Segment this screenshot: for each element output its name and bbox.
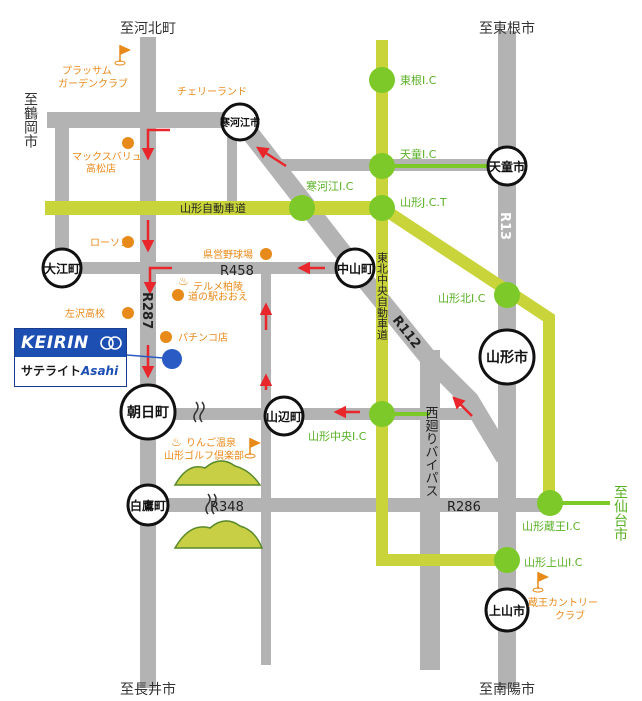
ic-kita <box>494 282 520 308</box>
label-r286: R286 <box>447 500 481 515</box>
city-tendo-circle <box>486 145 528 187</box>
label-r13: R13 <box>497 212 512 240</box>
city-asahi: 朝日町 <box>127 404 169 421</box>
poi-plasam: プラッサム <box>62 65 112 77</box>
poi-terme: テルメ柏陵 <box>193 280 243 293</box>
dir-higashine: 至東根市 <box>479 20 535 37</box>
building-icon <box>122 236 134 248</box>
ic-label-chuo: 山形中央I.C <box>308 430 367 443</box>
ic-label-higashine: 東根I.C <box>400 73 437 87</box>
city-nakayama: 中山町 <box>337 261 373 276</box>
onsen-icon: ♨ <box>178 274 189 288</box>
city-yamanobe: 山辺町 <box>266 409 302 424</box>
satellite-name: サテライトAsahi <box>15 357 126 386</box>
ic-label-sagae: 寒河江I.C <box>306 179 354 193</box>
road-network <box>47 31 557 689</box>
building-icon <box>122 137 134 149</box>
label-nishimawari: 西廻りバイパス <box>423 406 439 497</box>
golf-flag-icon <box>532 572 549 593</box>
label-r348: R348 <box>210 500 244 515</box>
keirin-satellite-logo: KEIRIN サテライトAsahi <box>14 328 127 387</box>
city-oe-circle <box>41 247 83 289</box>
city-nakayama-circle <box>334 247 376 289</box>
dir-sendai: 至仙台市 <box>612 485 628 541</box>
ic-label-jct: 山形J.C.T <box>400 196 447 209</box>
city-yamanobe-circle <box>263 395 305 437</box>
poi-plasam-2: ガーデンクラブ <box>58 77 128 90</box>
building-icon <box>172 289 184 301</box>
city-yamagata: 山形市 <box>486 349 528 366</box>
poi-michinoeki: 道の駅おおえ <box>188 290 248 303</box>
dir-tsuruoka: 至鶴岡市 <box>22 92 38 148</box>
ic-sagae <box>289 195 315 221</box>
label-tohoku-chuo: 東北中央自動車道 <box>376 252 389 340</box>
building-icon <box>160 331 172 343</box>
city-kaminoyama-circle <box>484 587 530 633</box>
ic-chuo <box>369 401 395 427</box>
poi-sawa: 左沢高校 <box>65 307 105 320</box>
poi-maxvalu: マックスバリュ <box>72 151 142 163</box>
asahi-text: Asahi <box>81 364 119 378</box>
label-r458: R458 <box>220 264 254 279</box>
poi-zao-2: クラブ <box>555 609 585 622</box>
satellite-text: サテライト <box>21 364 82 378</box>
city-shirataka: 白鷹町 <box>130 498 166 513</box>
poi-zao: 蔵王カントリー <box>528 596 598 609</box>
dir-nagai: 至長井市 <box>120 681 176 698</box>
dir-kahoku: 至河北町 <box>120 21 176 37</box>
label-r287: R287 <box>139 292 154 329</box>
marker-leader <box>126 354 164 359</box>
mountain-illustration <box>173 460 264 549</box>
poi-ringo: りんご温泉 <box>186 436 236 449</box>
keirin-text: KEIRIN <box>21 333 89 353</box>
ic-jct <box>369 195 395 221</box>
keirin-brand: KEIRIN <box>15 329 126 357</box>
city-oe: 大江町 <box>44 261 80 276</box>
route-arrows <box>141 128 473 419</box>
ic-label-kita: 山形北I.C <box>438 292 486 305</box>
river-marks <box>193 401 217 515</box>
city-yamagata-circle <box>478 328 536 386</box>
poi-maxvalu-2: 高松店 <box>86 162 116 175</box>
label-yamagata-expressway: 山形自動車道 <box>180 201 246 215</box>
ic-kaminoyama-ic <box>494 547 520 573</box>
city-tendo: 天童市 <box>489 159 525 174</box>
city-kaminoyama: 上山市 <box>489 603 525 618</box>
ic-tendo <box>369 153 395 179</box>
poi-kenei: 県営野球場 <box>203 248 253 261</box>
ic-label-tendo: 天童I.C <box>400 147 437 161</box>
expressway-east-loop <box>378 202 555 503</box>
ic-label-zao: 山形蔵王I.C <box>522 520 581 533</box>
ic-zao <box>537 490 563 516</box>
golf-flag-icon <box>244 438 261 459</box>
poi-golf: 山形ゴルフ倶楽部 <box>164 449 244 462</box>
poi-lawson: ローソン <box>90 238 130 249</box>
golf-flag-icon <box>114 45 131 66</box>
city-sagae-circle <box>220 102 260 142</box>
city-sagae: 寒河江市 <box>219 116 260 129</box>
poi-pachinko: パチンコ店 <box>178 331 228 344</box>
city-asahi-circle <box>119 383 177 441</box>
keirin-rings-icon <box>100 336 122 350</box>
building-icon <box>122 307 134 319</box>
ic-higashine <box>369 67 395 93</box>
dir-nanyo: 至南陽市 <box>479 681 535 698</box>
onsen-icon: ♨ <box>171 435 182 449</box>
ic-label-kaminoyama: 山形上山I.C <box>524 556 583 569</box>
poi-cherryland: チェリーランド <box>177 86 247 98</box>
satellite-asahi-marker <box>162 349 182 369</box>
building-icon <box>260 248 272 260</box>
city-shirataka-circle <box>126 483 170 527</box>
